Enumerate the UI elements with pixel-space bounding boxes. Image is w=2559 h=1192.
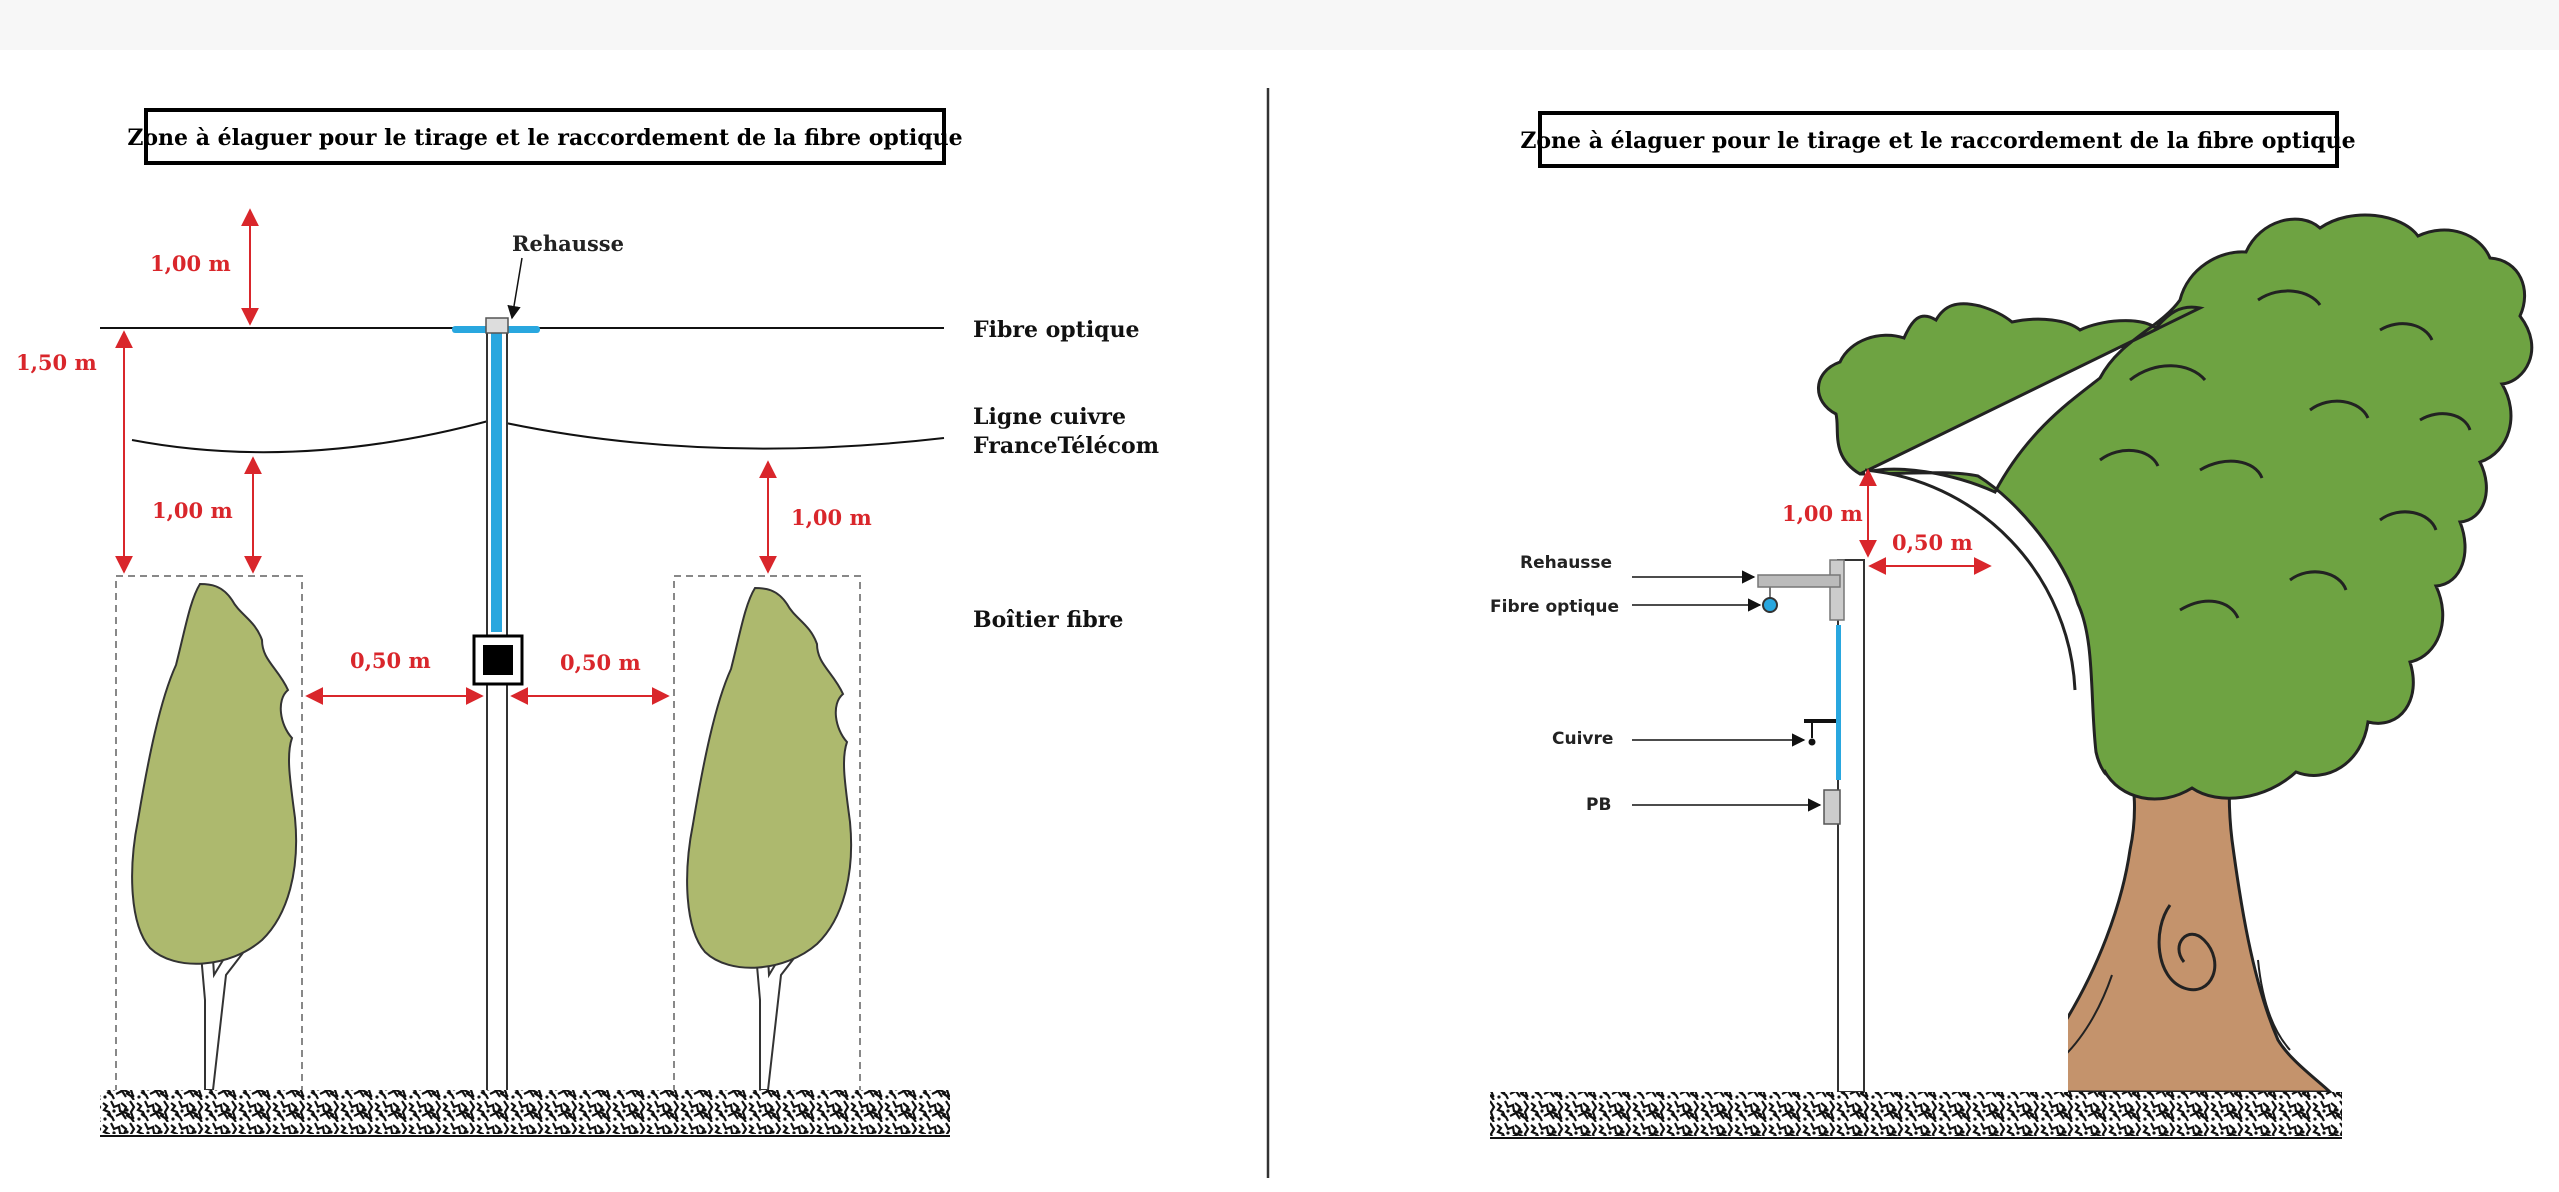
right-dim-lateral: 0,50 m [1892, 530, 1973, 555]
copper-line [131, 418, 945, 454]
ground [100, 1090, 950, 1134]
right-fibre-riser [1836, 625, 1841, 780]
right-pole [1837, 559, 1865, 1093]
label-france-telecom: FranceTélécom [973, 433, 1159, 459]
right-label-rehausse: Rehausse [1520, 553, 1612, 573]
rehausse-box [485, 317, 509, 334]
dim-left-lateral: 0,50 m [350, 648, 431, 673]
dim-right-tree-clearance: 1,00 m [791, 505, 872, 530]
cypress-tree-left [131, 582, 298, 1091]
right-rehausse-arm [1757, 574, 1841, 588]
dim-right-lateral: 0,50 m [560, 650, 641, 675]
left-title-box [144, 108, 946, 165]
right-panel: Zone à élaguer pour le tirage et le racc… [1490, 111, 2534, 1139]
right-pb-box [1823, 789, 1841, 825]
right-title-box [1538, 111, 2339, 168]
dim-total-height: 1,50 m [16, 350, 97, 375]
label-fibre-optique: Fibre optique [973, 317, 1140, 343]
left-title: Zone à élaguer pour le tirage et le racc… [127, 125, 962, 151]
dim-top-clearance: 1,00 m [150, 251, 231, 276]
cypress-tree-right [686, 586, 853, 1091]
left-panel: Zone à élaguer pour le tirage et le racc… [16, 108, 1159, 1137]
pruned-zone [1865, 470, 2068, 1092]
right-label-cuivre: Cuivre [1552, 729, 1613, 749]
label-ligne-cuivre: Ligne cuivre [973, 404, 1126, 430]
label-rehausse: Rehausse [512, 231, 624, 256]
pole-fibre [491, 332, 502, 632]
right-title: Zone à élaguer pour le tirage et le racc… [1520, 128, 2355, 154]
right-fibre-connector [1762, 597, 1778, 613]
oak-canopy [1817, 213, 2534, 801]
right-ground [1490, 1092, 2342, 1136]
right-dim-vertical: 1,00 m [1782, 501, 1863, 526]
right-label-fibre-optique: Fibre optique [1490, 597, 1619, 617]
label-boitier-fibre: Boîtier fibre [973, 607, 1123, 633]
dim-left-tree-clearance: 1,00 m [152, 498, 233, 523]
right-label-pb: PB [1586, 795, 1611, 815]
